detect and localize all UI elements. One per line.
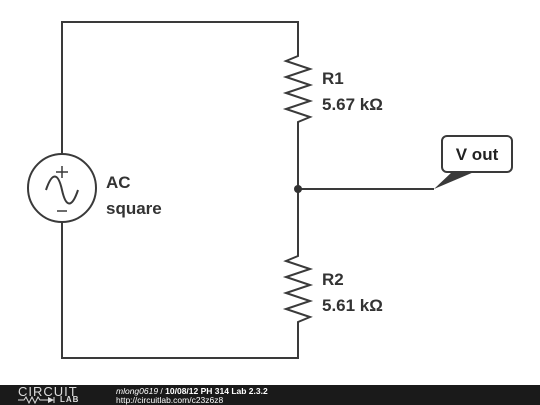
probe-pointer [434,172,474,189]
wire-r2-bottom [61,222,299,359]
credit-line: mlong0619 / 10/08/12 PH 314 Lab 2.3.2 [116,386,268,396]
r1-name: R1 [322,69,344,88]
circuit-title: 10/08/12 PH 314 Lab 2.3.2 [165,386,268,396]
probe-label: V out [456,145,499,164]
logo-text-bottom: LAB [60,395,80,404]
credit-separator: / [158,386,166,396]
footer-bar: CIRCUIT LAB mlong0619 / 10/08/12 PH 314 … [0,384,540,405]
probe-box [441,135,513,173]
ac-voltage-source [27,153,97,223]
logo-text-top: CIRCUIT [18,384,78,399]
voltage-probe: V out [434,135,513,189]
source-waveform-label: square [106,199,162,218]
circuit-schematic: AC square R1 5.67 kΩ R2 5.61 kΩ V out [27,21,513,359]
plus-sign [56,166,68,178]
resistor-r2 [282,250,314,326]
circuitlab-logo: CIRCUIT LAB [4,384,104,405]
sine-wave-icon [45,175,79,205]
source-type-label: AC [106,173,131,192]
r1-value: 5.67 kΩ [322,95,383,114]
resistor-r1 [282,50,314,128]
circuit-url-link[interactable]: http://circuitlab.com/c23z6z8 [116,395,224,405]
junction-node [294,185,302,193]
author-link[interactable]: mlong0619 [116,386,159,396]
wire-left-top [61,21,299,154]
logo-wave-icon [18,396,55,404]
r2-name: R2 [322,270,344,289]
r2-value: 5.61 kΩ [322,296,383,315]
wires [61,21,434,359]
